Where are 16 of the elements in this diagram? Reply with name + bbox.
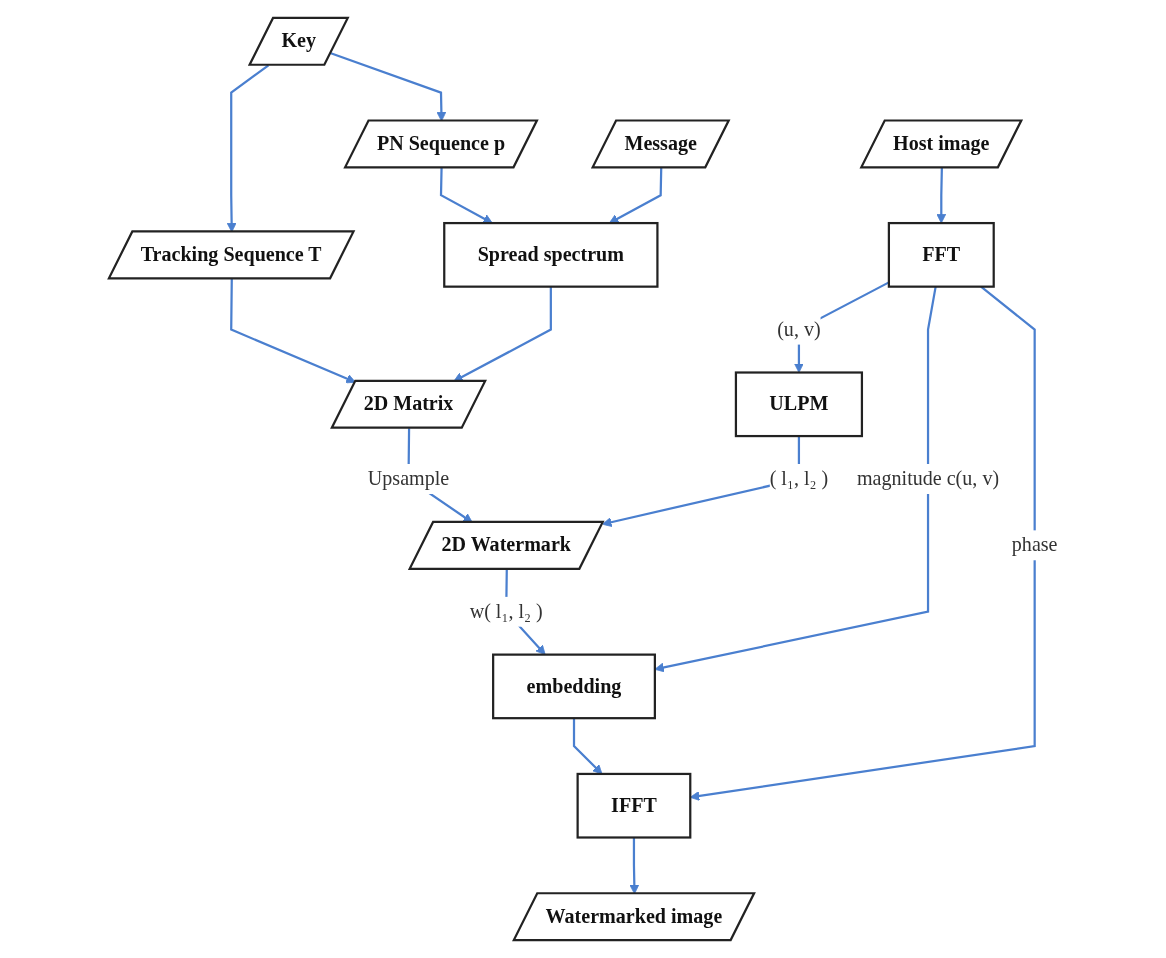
edge-label: phase: [1011, 533, 1058, 556]
edge-label: ( l₁, l₂ ): [769, 467, 828, 490]
node-box: embedding: [491, 653, 656, 720]
arrow: [936, 167, 946, 224]
arrow: [439, 167, 493, 224]
arrow: [229, 278, 356, 384]
node-box: Spread spectrum: [442, 221, 659, 288]
edge-label: Upsample: [367, 467, 449, 490]
node-box: IFFT: [576, 772, 692, 839]
edge-label: magnitude c(u, v): [856, 467, 999, 490]
arrow: [654, 286, 937, 673]
arrow: [608, 167, 663, 224]
node-box: ULPM: [734, 371, 863, 438]
edge-label: w( l₁, l₂ ): [469, 599, 543, 623]
edge-label: (u, v): [776, 317, 821, 341]
node-box: FFT: [887, 221, 995, 288]
